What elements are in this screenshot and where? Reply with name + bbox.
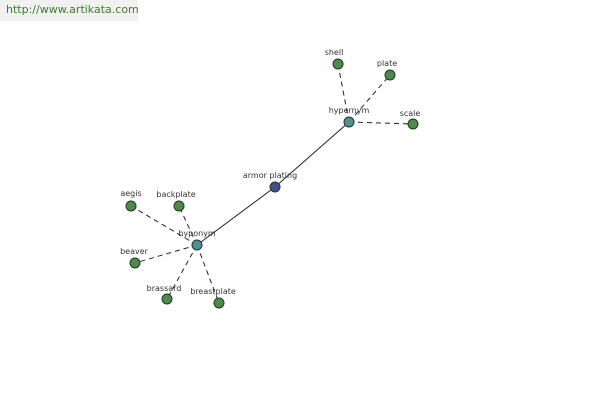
node-beaver[interactable] [129, 257, 141, 269]
node-label-center: armor plating [243, 171, 297, 180]
node-label-breastplate: breastplate [190, 287, 236, 296]
node-label-shell: shell [325, 48, 344, 57]
node-backplate[interactable] [173, 200, 185, 212]
node-label-scale: scale [400, 109, 421, 118]
edge-hyper-plate [348, 74, 391, 123]
node-hyper[interactable] [343, 116, 355, 128]
node-label-hypo: hyponym [178, 229, 216, 238]
edge-hypo-brassard [166, 244, 198, 300]
node-scale[interactable] [407, 118, 419, 130]
watermark-url[interactable]: http://www.artikata.com [6, 3, 139, 16]
graph-edges [130, 63, 414, 304]
node-center[interactable] [269, 181, 281, 193]
graph-labels: armor plating hypernym hyponym shell plate sc… [120, 48, 420, 296]
edge-center-hypo [196, 186, 276, 246]
node-brassard[interactable] [161, 293, 173, 305]
edge-hypo-backplate [178, 205, 198, 246]
edge-hypo-beaver [134, 244, 198, 264]
edge-center-hyper [274, 121, 350, 188]
node-label-hyper: hypernym [329, 106, 370, 115]
node-breastplate[interactable] [213, 297, 225, 309]
node-label-brassard: brassard [147, 284, 182, 293]
node-aegis[interactable] [125, 200, 137, 212]
node-label-plate: plate [377, 59, 397, 68]
node-plate[interactable] [384, 69, 396, 81]
node-label-aegis: aegis [120, 189, 141, 198]
graph-nodes [125, 58, 419, 309]
node-shell[interactable] [332, 58, 344, 70]
edge-hypo-aegis [130, 205, 198, 246]
edge-hypo-breastplate [196, 244, 220, 304]
edge-hyper-scale [348, 121, 414, 125]
watermark-bar: http://www.artikata.com [0, 0, 139, 21]
node-label-beaver: beaver [120, 247, 149, 256]
node-label-backplate: backplate [156, 190, 195, 199]
edge-hyper-shell [337, 63, 350, 123]
node-hypo[interactable] [191, 239, 203, 251]
